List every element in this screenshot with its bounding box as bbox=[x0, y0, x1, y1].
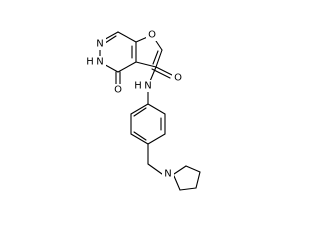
atom-label-o-amide: O bbox=[174, 73, 182, 84]
atom-label-h-amide: H bbox=[134, 81, 142, 92]
atom-label-n1: N bbox=[96, 39, 103, 50]
bond bbox=[152, 50, 159, 65]
atom-label-o-oxo: O bbox=[114, 85, 122, 96]
bond bbox=[147, 163, 163, 175]
bond bbox=[147, 133, 166, 145]
bond bbox=[151, 68, 171, 79]
atom-label-o-furan: O bbox=[148, 30, 156, 41]
atom-label-n-amide: N bbox=[144, 81, 151, 92]
bond bbox=[185, 165, 201, 173]
bond bbox=[155, 66, 175, 77]
bond bbox=[133, 107, 147, 117]
atom-labels: N N H O O N H O N bbox=[86, 29, 184, 180]
bond bbox=[173, 165, 187, 175]
bond bbox=[117, 61, 137, 73]
bond bbox=[173, 175, 181, 191]
bond bbox=[195, 171, 201, 189]
molecule-canvas: N N H O O N H O N bbox=[86, 29, 201, 191]
atom-label-h3: H bbox=[86, 57, 94, 68]
bond bbox=[130, 133, 149, 145]
bond bbox=[133, 131, 147, 141]
bond bbox=[130, 103, 149, 115]
atom-label-n-pyrrolidine: N bbox=[164, 169, 171, 180]
bond bbox=[117, 31, 137, 43]
bond bbox=[179, 187, 197, 191]
bonds bbox=[99, 31, 201, 191]
structure-drawing: N N H O O N H O N bbox=[86, 29, 201, 191]
bond bbox=[147, 103, 166, 115]
atom-label-n3: N bbox=[96, 57, 103, 68]
bond bbox=[135, 61, 157, 68]
bond bbox=[155, 49, 163, 68]
